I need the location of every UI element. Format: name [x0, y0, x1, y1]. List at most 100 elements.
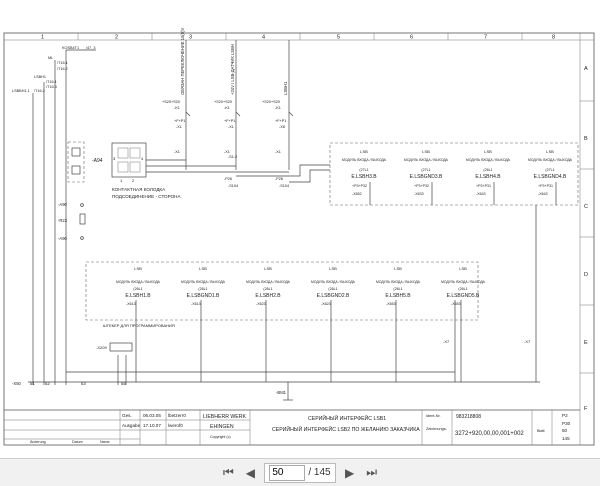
contact-label: +F+P1 [174, 119, 185, 123]
switch-label: -S104 [279, 184, 289, 188]
module-connector: -X643 [538, 192, 548, 196]
column-label-4: 4 [262, 35, 265, 41]
module-bus-label: LSB [546, 149, 554, 154]
copyright: Copyright (c) [210, 435, 231, 439]
column-label-2: 2 [115, 35, 118, 41]
row-label-e: E [584, 340, 588, 346]
pin-number: 2 [132, 178, 135, 183]
module-title: МОДУЛЬ ВХОДА / ВЫХОДА [311, 280, 356, 284]
module-name: E.LSBH1.B [125, 293, 151, 299]
last-page-icon[interactable]: ⏭ [366, 465, 378, 479]
document-viewer: 1 2 3 4 5 6 7 8 A B C D E F KOSB4T1 /47_… [3, 27, 595, 446]
module-connector: -X653 [451, 302, 461, 306]
bus-label: 53 [81, 381, 86, 386]
module-bus-label: LSB [422, 149, 430, 154]
module-name: E.LSBGND1.B [187, 293, 220, 299]
title-name: lwerof0 [168, 423, 183, 428]
contact-label: -K1 [275, 106, 281, 110]
column-label-1: 1 [41, 35, 44, 41]
title-block: Ges. Ausgabe 06.03.05 lbetzerr0 17.10.07… [4, 409, 580, 445]
company-location: EHINGEN [210, 424, 234, 430]
module-bus-label: LSB [199, 266, 207, 271]
switch-label: -S104 [228, 184, 238, 188]
first-page-icon[interactable]: ⏮ [222, 465, 234, 479]
viewer-toolbar: ⏮ ◀ / 145 ▶ ⏭ [0, 458, 600, 486]
programming-title: ШТЕКЕР ДЛЯ ПРОГРАММИРОВАНИЯ [103, 323, 175, 328]
column-label-3: 3 [189, 35, 192, 41]
module-pin: +P3+P31 [476, 184, 491, 188]
wire-label: /T16.1 [57, 61, 68, 65]
row-label-a: A [584, 66, 588, 72]
contact-block: -A94 1 2 3 4 КОНТАКТНАЯ КОЛОДКА ПОДСОЕДИ… [67, 141, 289, 199]
module-bus-label: LSB [360, 149, 368, 154]
switch-label: -P26 [224, 177, 232, 181]
module-code: (26L1 [458, 287, 467, 291]
bus-label: 55 [121, 381, 126, 386]
title-ausgabe: Ausgabe [122, 423, 141, 428]
lower-module-group [85, 261, 479, 321]
module-code: (27L1 [421, 168, 430, 172]
contact-label: -K1 [224, 106, 230, 110]
module-code: (26L1 [198, 287, 207, 291]
io-module: LSB МОДУЛЬ ВХОДА / ВЫХОДА (26L1E.LSBGND2.B… [311, 266, 356, 382]
module-connector: -X633 [414, 192, 424, 196]
module-title: МОДУЛЬ ВХОДА / ВЫХОДА [441, 280, 486, 284]
module-title: МОДУЛЬ ВХОДА / ВЫХОДА [181, 280, 226, 284]
plug-label: +S20+S20 [262, 100, 280, 104]
module-bus-label: LSB [329, 266, 337, 271]
module-bus-label: LSB [134, 266, 142, 271]
sheet-p: P30 [562, 421, 571, 426]
bus-label: -BM1 [276, 390, 287, 395]
bus-label: 52 [45, 381, 50, 386]
wire-label: /T16.3 [46, 85, 57, 89]
wire-label: /T16.2 [34, 89, 45, 93]
contact-block-caption: КОНТАКТНАЯ КОЛОДКА [112, 187, 166, 192]
right-terminals: -X7 -X7 [443, 205, 537, 382]
page-total: / 145 [308, 467, 331, 478]
module-name: E.LSBGND2.B [317, 293, 350, 299]
module-title: МОДУЛЬ ВХОДА / ВЫХОДА [116, 280, 161, 284]
left-wiring: KOSB4T1 /47_3 ML /T16.1 /T16.2 LSBH1 /T1… [12, 46, 96, 385]
page-number-input[interactable] [269, 464, 306, 481]
title-ges: Ges. [122, 413, 132, 418]
switch-label: -S1:2 [228, 155, 237, 159]
module-code: (26L1 [328, 287, 337, 291]
module-name: E.LSBGND3.B [410, 174, 443, 180]
drawing-number-label: Zeichnungs- [426, 427, 448, 431]
terminal-label: -X7 [443, 339, 450, 344]
company-name: LIEBHERR WERK [203, 414, 246, 420]
contact-label: -K1 [174, 106, 180, 110]
contact-block-label: -A94 [92, 158, 103, 164]
page-navigator: / 145 [264, 462, 336, 483]
module-title: МОДУЛЬ ВХОДА / ВЫХОДА [342, 158, 387, 162]
ident-number: 983218808 [456, 414, 481, 420]
next-page-icon[interactable]: ▶ [345, 465, 355, 480]
switch-label: -X1 [275, 150, 281, 154]
column-label-6: 6 [410, 35, 413, 41]
column-label-8: 8 [552, 35, 555, 41]
row-label-b: B [584, 136, 588, 142]
module-pin: +P3+P32 [352, 184, 367, 188]
pin-number: 3 [113, 156, 116, 161]
contact-label: -X1 [228, 125, 234, 129]
module-bus-label: LSB [264, 266, 272, 271]
module-bus-label: LSB [394, 266, 402, 271]
wire-label: ML [48, 56, 53, 60]
bus-label: -X50 [12, 381, 22, 386]
terminal-label: -X7 [524, 339, 531, 344]
module-pin: +P3+P31 [538, 184, 553, 188]
title-date: 06.03.05 [143, 413, 161, 418]
module-code: (27L1 [359, 168, 368, 172]
wire-label: KOSB4T1 [62, 46, 79, 50]
contact-block-caption: ПОДСОЕДИНЕНИЕ - СТОРОНА [112, 194, 181, 199]
module-name: E.LSBH3.B [351, 174, 377, 180]
supply-label: ОБЯЗАН ПЕРЕКЛЮЧЕНИЕ 15(0)V [180, 27, 185, 95]
prev-page-icon[interactable]: ◀ [245, 465, 255, 480]
module-title: МОДУЛЬ ВХОДА / ВЫХОДА [466, 158, 511, 162]
